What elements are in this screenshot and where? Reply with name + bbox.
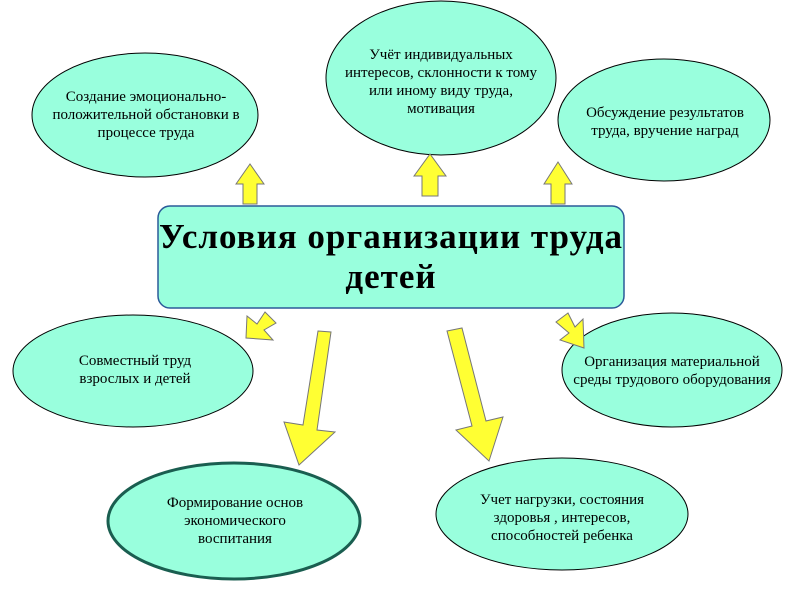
- node-interests-shape: [325, 0, 557, 156]
- arrow-long-left: [283, 330, 337, 466]
- center-box-shape: [157, 205, 625, 309]
- arrow-up-middle: [413, 153, 447, 197]
- arrow-down-left-small: [245, 311, 277, 341]
- node-material-shape: [561, 312, 783, 428]
- node-load-shape: [435, 457, 689, 571]
- arrow-long-right: [446, 327, 504, 462]
- node-joint-shape: [12, 314, 254, 428]
- arrow-up-right: [543, 161, 573, 205]
- node-discussion-shape: [557, 58, 771, 182]
- node-economic-shape: [106, 461, 362, 581]
- arrow-up-left: [235, 163, 265, 205]
- arrow-down-right-small: [555, 312, 585, 349]
- node-emotional-shape: [31, 52, 259, 178]
